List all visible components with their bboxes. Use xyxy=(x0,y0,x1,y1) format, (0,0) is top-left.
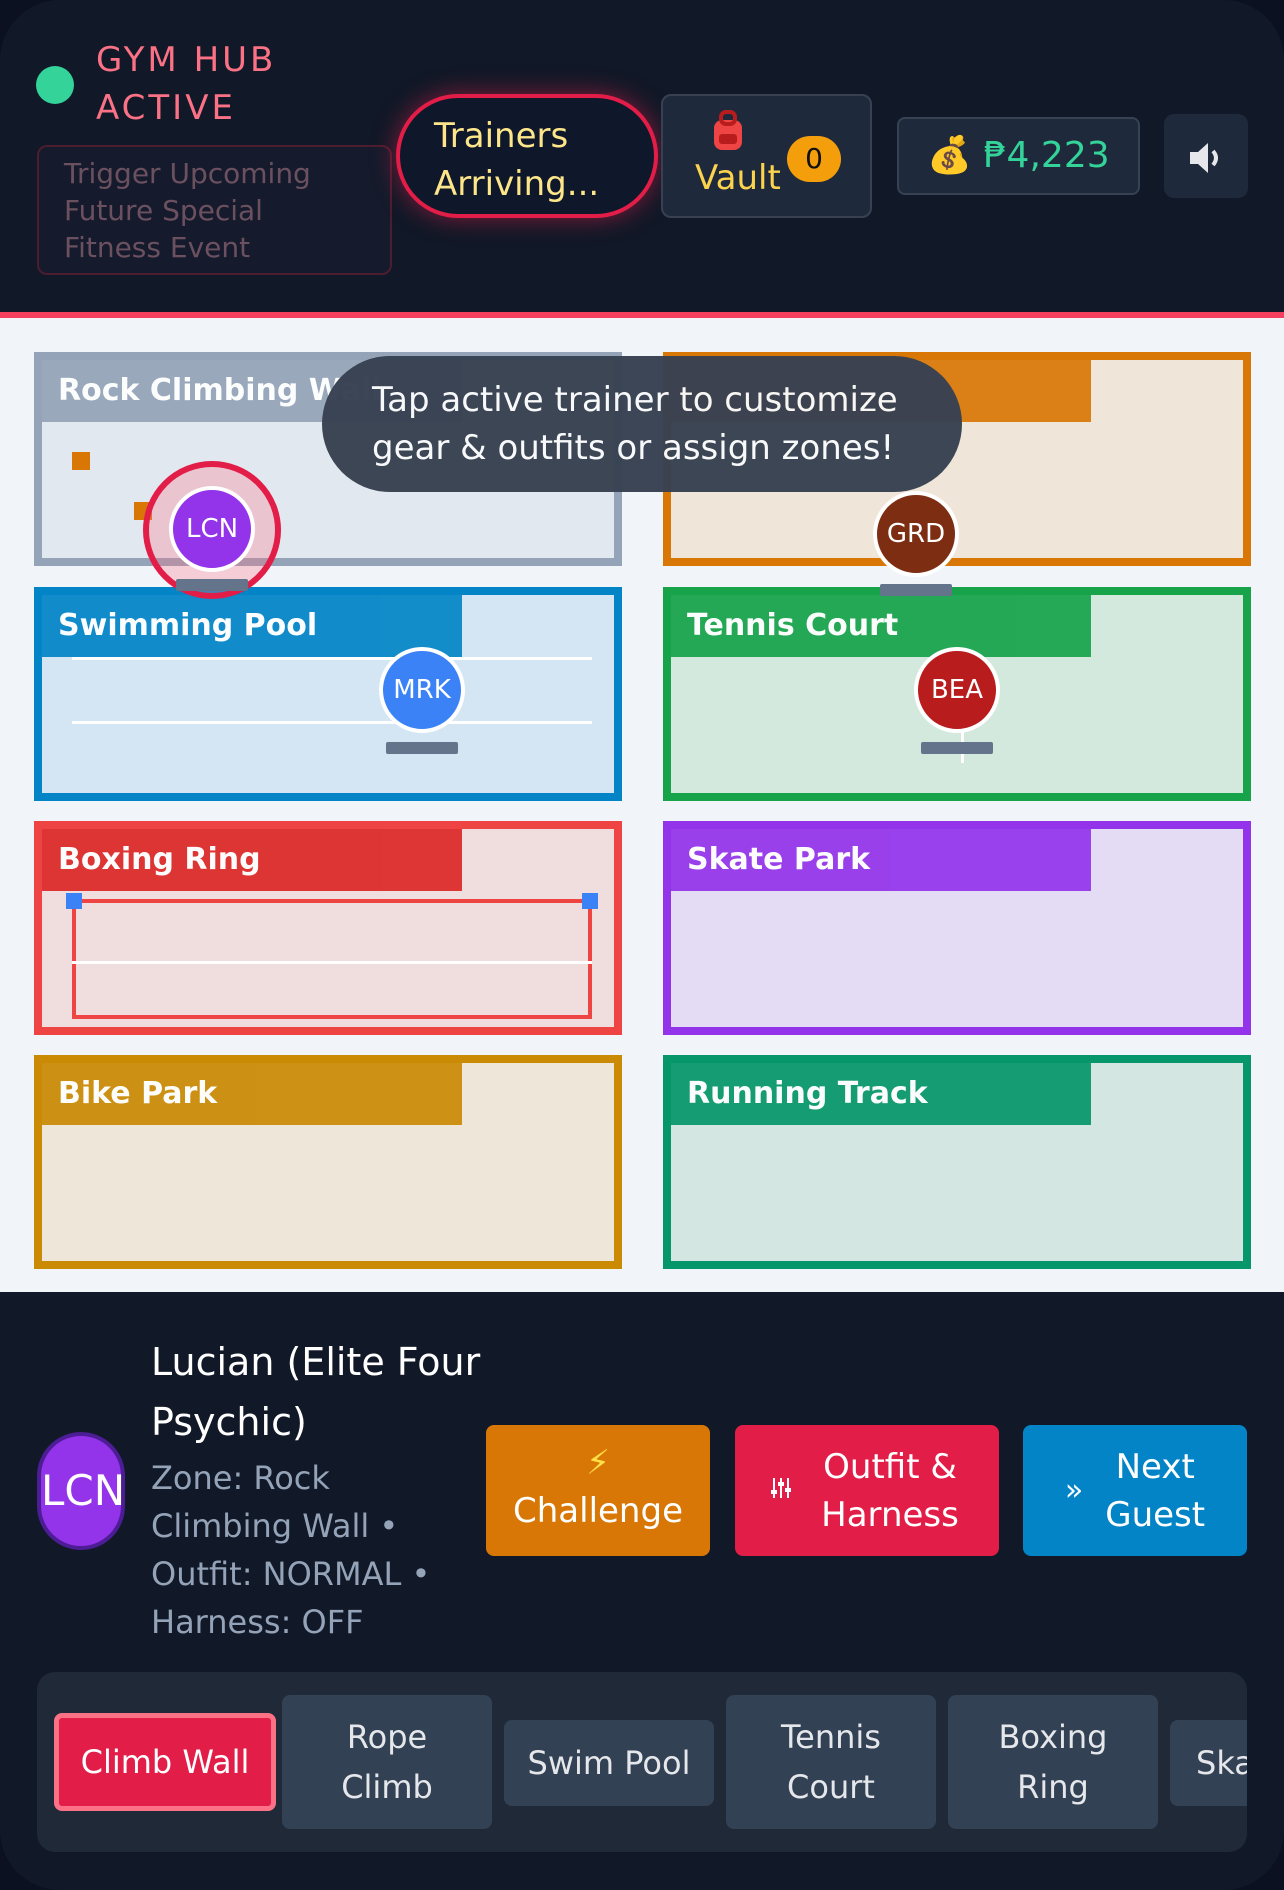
outfit-harness-label: Outfit & Harness xyxy=(821,1446,959,1535)
brand-title: GYM HUB ACTIVE xyxy=(96,36,356,132)
next-guest-label: Next Guest xyxy=(1105,1446,1206,1535)
vault-count-badge: 0 xyxy=(787,136,841,182)
guest-details: Zone: Rock Climbing Wall • Outfit: NORMA… xyxy=(151,1459,431,1641)
zone-skate-park[interactable]: Skate Park xyxy=(663,821,1251,1035)
guest-name: Lucian (Elite Four Psychic) xyxy=(151,1340,481,1444)
zone-label: Running Track xyxy=(671,1063,1091,1125)
zone-label: Bike Park xyxy=(42,1063,462,1125)
pool-lane xyxy=(72,721,592,724)
tab-rope-climb[interactable]: Rope Climb xyxy=(282,1695,492,1829)
zone-bike-park[interactable]: Bike Park xyxy=(34,1055,622,1269)
ring-ropes xyxy=(72,899,592,1019)
zone-swimming-pool[interactable]: Swimming Pool xyxy=(34,587,622,801)
tab-climb-wall[interactable]: Climb Wall xyxy=(54,1713,276,1811)
zone-label: Swimming Pool xyxy=(42,595,462,657)
trainers-status-pill[interactable]: Trainers Arriving... xyxy=(396,94,658,218)
climbing-hold xyxy=(72,452,90,470)
trainer-token-lcn[interactable]: LCN xyxy=(169,486,255,572)
zone-tennis-court[interactable]: Tennis Court xyxy=(663,587,1251,801)
money-amount: ₱4,223 xyxy=(983,135,1110,176)
zone-running-track[interactable]: Running Track xyxy=(663,1055,1251,1269)
zone-boxing-ring[interactable]: Boxing Ring xyxy=(34,821,622,1035)
ring-post xyxy=(582,893,598,909)
challenge-label: Challenge xyxy=(513,1491,683,1531)
trainer-token-mrk[interactable]: MRK xyxy=(379,647,465,733)
pool-lane xyxy=(72,657,592,660)
speaker-icon xyxy=(1186,133,1226,179)
trainer-shadow xyxy=(386,742,458,754)
tab-tennis-court[interactable]: Tennis Court xyxy=(726,1695,936,1829)
zone-label: Skate Park xyxy=(671,829,1091,891)
guest-avatar: LCN xyxy=(37,1432,125,1550)
vault-label: Vault xyxy=(695,158,781,198)
ring-post xyxy=(66,893,82,909)
header-divider xyxy=(0,312,1284,318)
tab-boxing-ring[interactable]: Boxing Ring xyxy=(948,1695,1158,1829)
ring-rope xyxy=(72,961,592,964)
lightning-icon: ⚡ xyxy=(586,1443,610,1483)
tab-swim-pool[interactable]: Swim Pool xyxy=(504,1720,714,1806)
zone-label: Boxing Ring xyxy=(42,829,462,891)
status-indicator xyxy=(36,66,74,104)
double-chevron-right-icon: » xyxy=(1064,1472,1084,1508)
vault-button[interactable]: Vault 0 xyxy=(661,94,872,218)
trainer-token-bea[interactable]: BEA xyxy=(914,647,1000,733)
outfit-harness-button[interactable]: Outfit & Harness xyxy=(735,1425,999,1556)
money-bag-icon: 💰 xyxy=(927,135,973,176)
brand-line-2: ACTIVE xyxy=(96,88,236,128)
brand-line-1: GYM HUB xyxy=(96,40,277,80)
trainer-shadow xyxy=(176,579,248,591)
trainer-token-grd[interactable]: GRD xyxy=(873,491,959,577)
top-bar: GYM HUB ACTIVE Trigger Upcoming Future S… xyxy=(0,0,1284,314)
sound-toggle-button[interactable] xyxy=(1164,114,1248,198)
challenge-button[interactable]: ⚡ Challenge xyxy=(486,1425,710,1556)
next-guest-button[interactable]: » Next Guest xyxy=(1023,1425,1247,1556)
money-display: 💰 ₱4,223 xyxy=(897,117,1140,195)
trigger-event-button[interactable]: Trigger Upcoming Future Special Fitness … xyxy=(37,145,392,275)
hint-tooltip: Tap active trainer to customize gear & o… xyxy=(322,356,962,492)
zone-rock-climbing-wall[interactable]: Rock Climbing Wall xyxy=(34,352,622,566)
tab-skate-park-partial[interactable]: Ska xyxy=(1170,1720,1247,1806)
trainer-shadow xyxy=(921,742,993,754)
backpack-icon xyxy=(708,110,748,162)
zone-tabs[interactable]: Climb Wall Rope Climb Swim Pool Tennis C… xyxy=(37,1672,1247,1852)
zone-label: Tennis Court xyxy=(671,595,1091,657)
sliders-icon xyxy=(769,1467,793,1515)
trainer-shadow xyxy=(880,584,952,596)
